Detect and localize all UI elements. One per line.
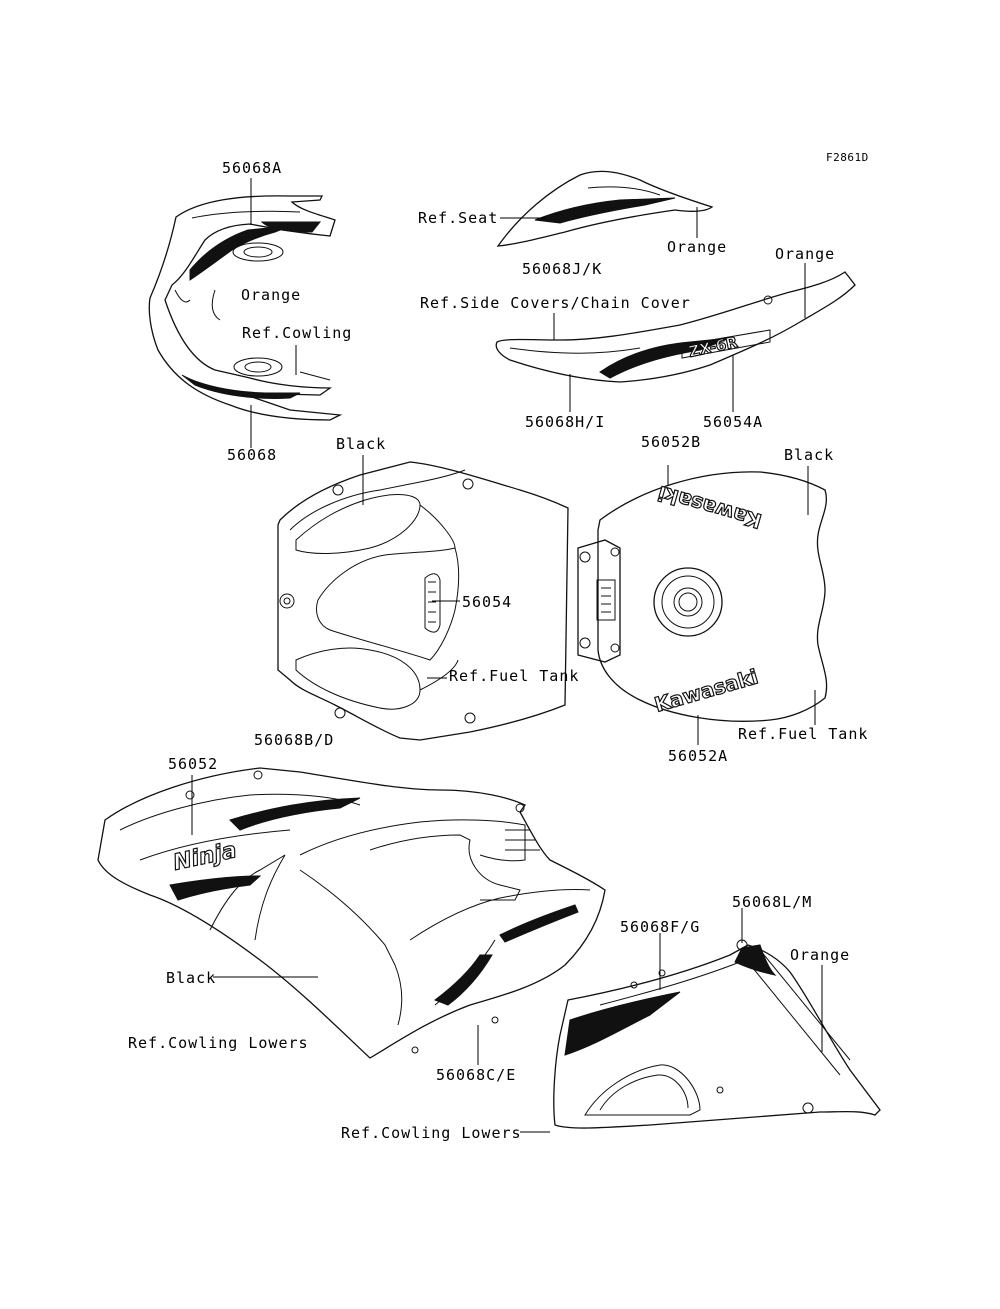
logo-kawasaki_top: Kawasaki	[655, 481, 764, 533]
middle-cowling-part: Ninja	[98, 768, 605, 1058]
label-56068A: 56068A	[222, 159, 283, 177]
label-56068JK: 56068J/K	[522, 260, 603, 278]
label-ref-cowling-lowers-2: Ref.Cowling Lowers	[341, 1124, 522, 1142]
label-orange-cowling: Orange	[241, 286, 302, 304]
label-ref-side-covers: Ref.Side Covers/Chain Cover	[420, 294, 691, 312]
label-56068FG: 56068F/G	[620, 918, 701, 936]
figure-code: F2861D	[826, 151, 869, 164]
fuel-tank-side-part	[278, 462, 568, 740]
leader-lines	[192, 178, 822, 1132]
label-orange-side: Orange	[775, 245, 836, 263]
label-ref-cowling-lowers-1: Ref.Cowling Lowers	[128, 1034, 309, 1052]
label-black-lower: Black	[166, 969, 217, 987]
label-ref-fuel-tank-1: Ref.Fuel Tank	[449, 667, 580, 685]
seat-cowl-part	[498, 171, 712, 246]
label-black-tank-top: Black	[784, 446, 835, 464]
label-56054A: 56054A	[703, 413, 764, 431]
label-56052B: 56052B	[641, 433, 702, 451]
label-56068LM: 56068L/M	[732, 893, 813, 911]
label-56068HI: 56068H/I	[525, 413, 606, 431]
label-orange-seat: Orange	[667, 238, 728, 256]
side-cover-part: ZX-6R	[496, 272, 855, 382]
logo-zx: ZX-6R	[687, 333, 740, 361]
label-56068CE: 56068C/E	[436, 1066, 517, 1084]
label-ref-cowling: Ref.Cowling	[242, 324, 353, 342]
logo-ninja: Ninja	[171, 838, 239, 876]
lower-cowling-part	[554, 940, 880, 1128]
label-56068BD: 56068B/D	[254, 731, 335, 749]
label-ref-fuel-tank-2: Ref.Fuel Tank	[738, 725, 869, 743]
fuel-tank-top-part: Kawasaki Kawasaki	[578, 472, 827, 721]
label-56052A: 56052A	[668, 747, 729, 765]
logo-kawasaki_bottom: Kawasaki	[652, 664, 761, 716]
label-orange-lower: Orange	[790, 946, 851, 964]
upper-cowling-part	[149, 196, 340, 420]
label-ref-seat: Ref.Seat	[418, 209, 499, 227]
label-black-tank: Black	[336, 435, 387, 453]
label-56068: 56068	[227, 446, 278, 464]
label-56054: 56054	[462, 593, 513, 611]
label-56052: 56052	[168, 755, 219, 773]
